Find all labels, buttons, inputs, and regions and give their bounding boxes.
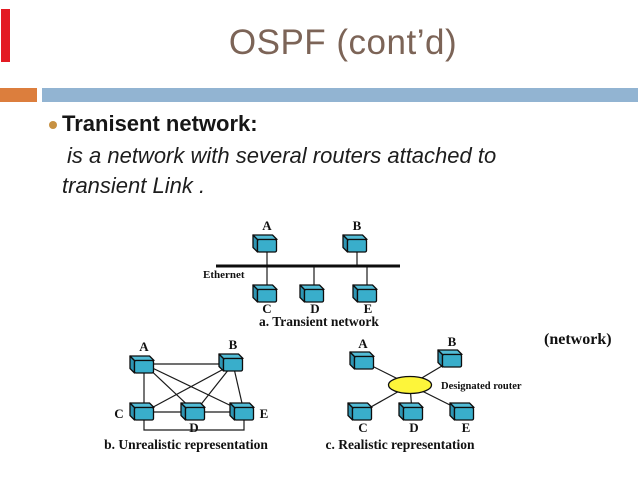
red-accent-bar xyxy=(1,9,10,62)
diagram-a-caption: a. Transient network xyxy=(259,314,379,329)
router-label: C xyxy=(358,420,367,435)
slide-title: OSPF (cont’d) xyxy=(228,23,458,62)
body-text-line-1: is a network with several routers attach… xyxy=(67,143,497,168)
designated-router-label: Designated router xyxy=(441,381,522,392)
router-icon-a2 xyxy=(342,234,368,253)
bullet-marker xyxy=(49,121,57,129)
router-label: A xyxy=(262,218,272,233)
router-icon-c2 xyxy=(437,349,463,368)
body-text-line-2: transient Link . xyxy=(62,173,206,198)
router-label: A xyxy=(139,339,149,354)
router-label: C xyxy=(114,406,123,421)
header-bar-orange xyxy=(0,88,37,102)
router-icon-a5 xyxy=(352,284,378,303)
router-label: A xyxy=(358,336,368,351)
router-label: E xyxy=(462,420,471,435)
diagram-c-realistic: A B C D E Designated router c. Realistic… xyxy=(325,334,521,452)
router-icon-a1 xyxy=(252,234,278,253)
header-bar-blue xyxy=(42,88,638,102)
designated-router-hub xyxy=(387,375,433,395)
router-label: D xyxy=(310,301,319,316)
router-icon-c5 xyxy=(449,402,475,421)
router-label: B xyxy=(353,218,362,233)
router-icon-c3 xyxy=(347,402,373,421)
diagram-c-caption: c. Realistic representation xyxy=(325,437,475,452)
diagram-b-unrealistic: A B C D E b. Unrealistic representation xyxy=(104,337,268,452)
router-icon-c4 xyxy=(398,402,424,421)
router-icon-c1 xyxy=(349,351,375,370)
router-icon-b1 xyxy=(129,355,155,374)
diagram-a-transient-network: A B C D E Ethernet a. Transient network xyxy=(203,218,400,329)
bullet-heading: Tranisent network: xyxy=(62,111,258,136)
router-label: E xyxy=(260,406,269,421)
router-label: B xyxy=(448,334,457,349)
router-label: E xyxy=(364,301,373,316)
router-icon-b5 xyxy=(229,402,255,421)
router-icon-b3 xyxy=(129,402,155,421)
router-label: D xyxy=(189,420,198,435)
router-label: C xyxy=(262,301,271,316)
router-label: D xyxy=(409,420,418,435)
network-annotation: (network) xyxy=(544,331,612,348)
router-icon-b4 xyxy=(180,402,206,421)
diagram-b-caption: b. Unrealistic representation xyxy=(104,437,268,452)
ethernet-label: Ethernet xyxy=(203,269,245,281)
router-icon-a4 xyxy=(299,284,325,303)
router-label: B xyxy=(229,337,238,352)
router-icon-b2 xyxy=(218,353,244,372)
router-icon-a3 xyxy=(252,284,278,303)
